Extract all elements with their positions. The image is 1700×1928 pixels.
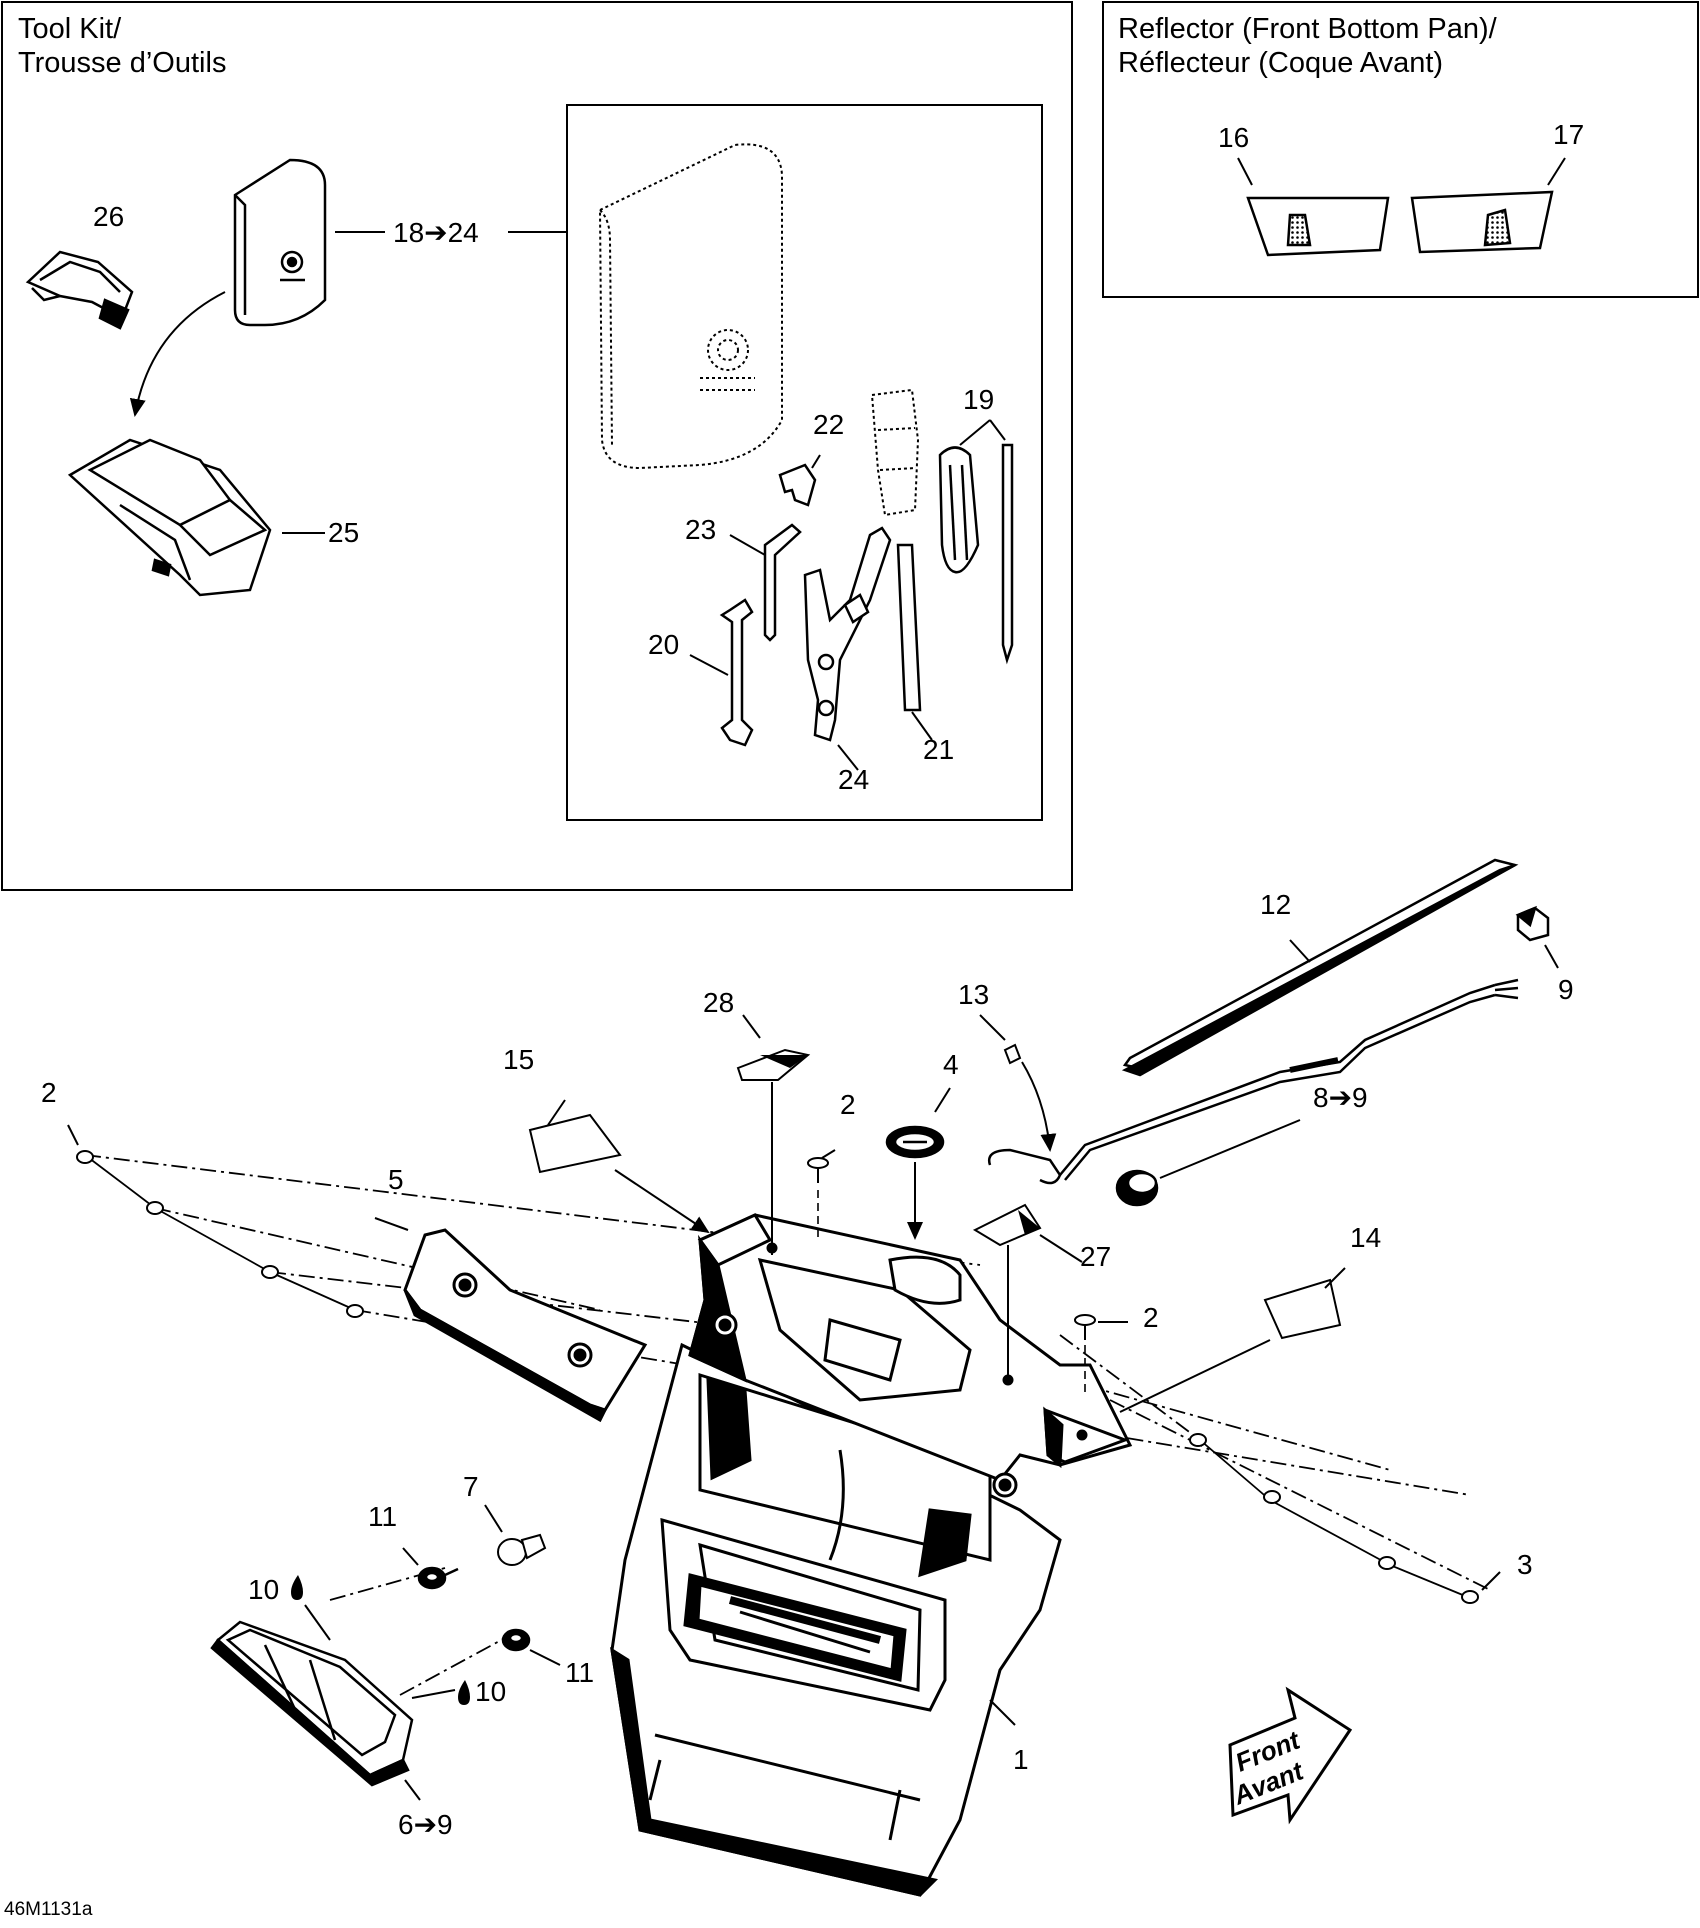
grommet-part-11-top <box>417 1566 459 1590</box>
reflector-frame <box>1102 1 1699 298</box>
tool-kit-detail-frame <box>566 104 1043 821</box>
front-pan-part-1 <box>610 1342 1062 1897</box>
strap-part-26 <box>25 250 134 330</box>
tool-bag-dotted-part-18 <box>598 143 783 470</box>
label-27: 27 <box>1080 1241 1112 1272</box>
spanner-part-24 <box>803 526 892 742</box>
label-1: 1 <box>1013 1744 1029 1775</box>
clip-part-22 <box>778 463 817 507</box>
label-9: 9 <box>1558 974 1574 1005</box>
adhesive-drop-icon-left <box>291 1575 303 1600</box>
label-21: 21 <box>923 734 955 765</box>
label-8-9: 8➔9 <box>1313 1082 1368 1113</box>
tool-kit-frame <box>1 1 1073 891</box>
label-22: 22 <box>813 409 845 440</box>
label-10-left: 10 <box>248 1574 280 1605</box>
tool-holder-part-25 <box>67 438 272 597</box>
label-16: 16 <box>1218 122 1250 153</box>
reflector-title: Reflector (Front Bottom Pan)/ Réflecteur… <box>1118 13 1497 79</box>
bulb-part-7 <box>497 1533 547 1566</box>
label-4: 4 <box>943 1049 959 1080</box>
label-7: 7 <box>463 1471 479 1502</box>
label-20: 20 <box>648 629 680 660</box>
wire-harness-part-8 <box>987 978 1519 1185</box>
nut-part-13 <box>1003 1043 1022 1065</box>
rivets-right <box>1189 1433 1479 1604</box>
gauge-part-4 <box>885 1125 945 1159</box>
decal-part-15 <box>528 1113 622 1174</box>
reflector-part-16 <box>1246 196 1390 257</box>
label-15: 15 <box>503 1044 535 1075</box>
label-14: 14 <box>1350 1222 1382 1253</box>
label-26: 26 <box>93 201 125 232</box>
grommet-part-11-bottom <box>501 1628 531 1652</box>
label-6-9: 6➔9 <box>398 1809 453 1840</box>
label-24: 24 <box>838 764 870 795</box>
label-12: 12 <box>1260 889 1292 920</box>
rivets-left <box>76 1150 364 1318</box>
screw-part-2-right <box>1074 1314 1096 1340</box>
decal-part-14 <box>1263 1278 1342 1340</box>
label-25: 25 <box>328 517 360 548</box>
label-18-24: 18➔24 <box>393 217 479 248</box>
label-5: 5 <box>388 1164 404 1195</box>
label-19: 19 <box>963 384 995 415</box>
label-2-top: 2 <box>840 1089 856 1120</box>
bulb-socket-part-8 <box>1115 1169 1159 1207</box>
label-11-bottom: 11 <box>565 1657 595 1688</box>
label-3: 3 <box>1517 1549 1533 1580</box>
label-23: 23 <box>685 514 717 545</box>
upper-housing <box>688 1213 1133 1498</box>
loop-part-21 <box>896 543 922 712</box>
front-arrow-icon <box>1228 1686 1353 1825</box>
alignment-solid <box>84 1154 1471 1599</box>
label-11-top: 11 <box>368 1501 398 1532</box>
tool-bag-arrow <box>129 291 226 417</box>
label-10-right: 10 <box>475 1676 507 1707</box>
bracket-part-5 <box>403 1228 648 1423</box>
screw-part-2-top <box>807 1157 829 1183</box>
tool-kit-title: Tool Kit/ Trousse d’Outils <box>18 13 227 79</box>
connector-part-9 <box>1515 905 1550 942</box>
socket-dotted <box>870 388 920 517</box>
reflector-part-17 <box>1410 190 1554 254</box>
label-28: 28 <box>703 987 735 1018</box>
label-2-right: 2 <box>1143 1302 1159 1333</box>
label-2-left: 2 <box>41 1077 57 1108</box>
wrench-part-20 <box>719 598 754 747</box>
tail-light-part-6 <box>210 1620 414 1787</box>
drawing-reference: 46M1131a <box>4 1899 93 1920</box>
label-13: 13 <box>958 979 990 1010</box>
adhesive-drop-icon-right <box>458 1680 470 1705</box>
screwdriver-part-19 <box>938 443 1014 665</box>
hex-key-part-23 <box>763 523 802 642</box>
decal-part-28 <box>736 1048 811 1081</box>
strip-part-12 <box>1121 858 1519 1077</box>
label-17: 17 <box>1553 119 1585 150</box>
tool-bag-part-18 <box>233 158 327 327</box>
